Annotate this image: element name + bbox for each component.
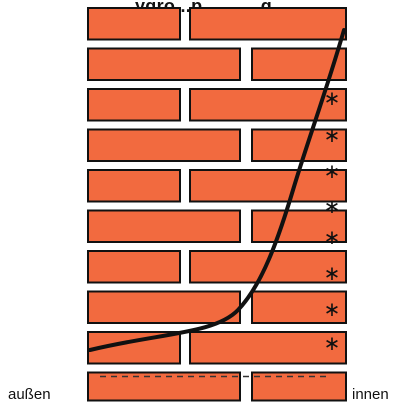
marker-asterisk-icon: ∗ xyxy=(324,225,341,249)
label-outside: außen xyxy=(8,387,51,402)
brick-row-4-brick-1 xyxy=(88,130,240,162)
label-inside: innen xyxy=(352,387,389,402)
marker-asterisk-icon: ∗ xyxy=(324,261,341,285)
brick-row-5-brick-2 xyxy=(190,170,346,202)
brick-row-5-brick-1 xyxy=(88,170,180,202)
marker-asterisk-icon: ∗ xyxy=(324,159,341,183)
brick-row-3-brick-1 xyxy=(88,89,180,121)
marker-asterisk-icon: ∗ xyxy=(324,297,341,321)
brick-row-6-brick-1 xyxy=(88,211,240,243)
brick-row-2-brick-1 xyxy=(88,49,240,81)
brick-row-10-brick-1 xyxy=(88,373,240,401)
marker-asterisk-icon: ∗ xyxy=(324,123,341,147)
brick-row-9-brick-2 xyxy=(190,332,346,364)
brick-row-1-brick-2 xyxy=(190,8,346,40)
marker-asterisk-icon: ∗ xyxy=(324,194,341,218)
brick-row-7-brick-2 xyxy=(190,251,346,283)
marker-asterisk-icon: ∗ xyxy=(324,86,341,110)
brick-row-8-brick-1 xyxy=(88,292,240,324)
brick-row-1-brick-1 xyxy=(88,8,180,40)
marker-asterisk-icon: ∗ xyxy=(324,331,341,355)
brick-row-7-brick-1 xyxy=(88,251,180,283)
